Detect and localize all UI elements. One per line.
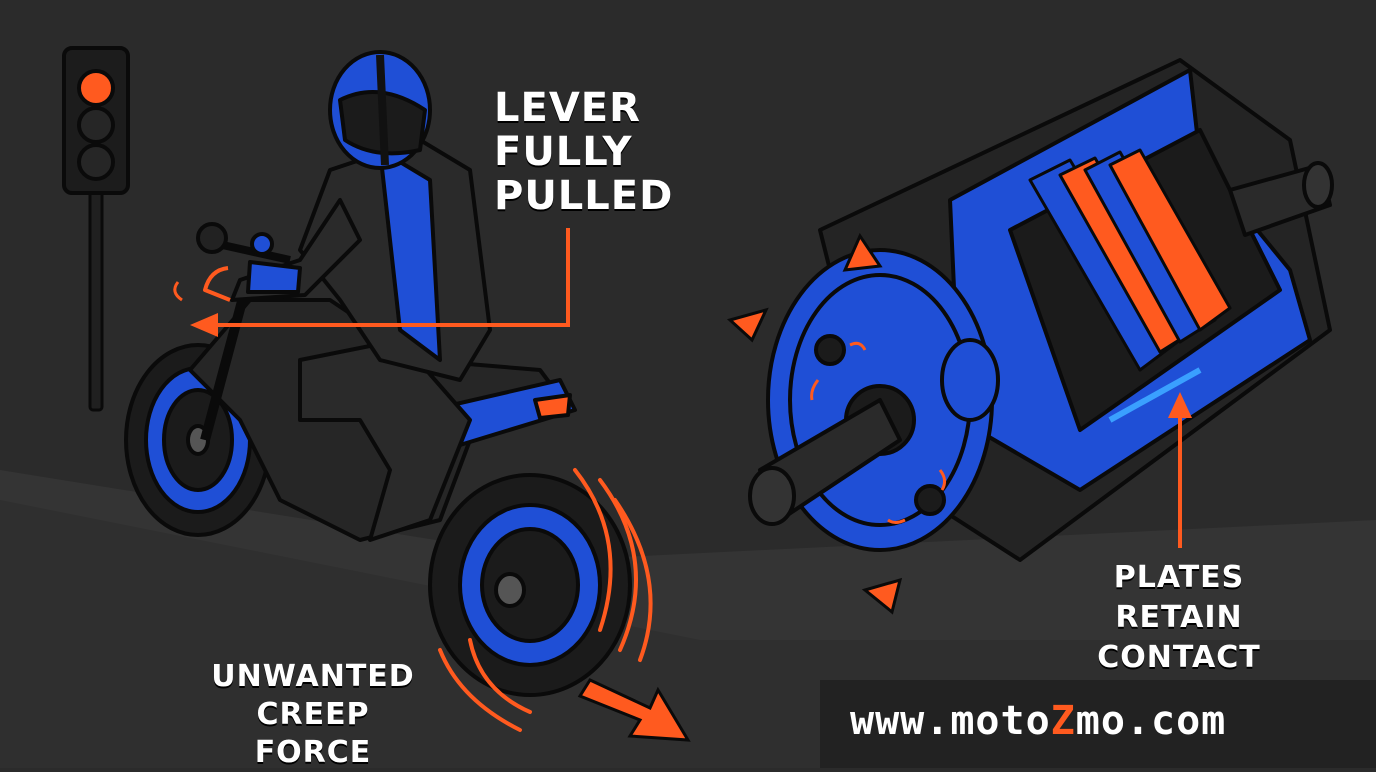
watermark-suffix: mo.com — [1075, 698, 1227, 744]
watermark-highlight: Z — [1050, 698, 1076, 744]
creep-force-arrow — [577, 678, 691, 742]
lever-callout-arrow — [190, 228, 570, 337]
plates-callout-arrow — [1168, 392, 1192, 548]
watermark-prefix: www.moto — [850, 698, 1051, 744]
watermark-band — [820, 680, 1376, 768]
creep-force-motion-lines — [438, 468, 653, 732]
motorcycle-rider-illustration — [124, 50, 632, 697]
plates-retain-contact-label: PLATES RETAIN CONTACT — [1097, 560, 1261, 675]
lever-fully-pulled-label: LEVER FULLY PULLED — [494, 85, 674, 219]
traffic-light-icon — [62, 46, 130, 412]
site-watermark: www.motoZmo.com — [850, 698, 1226, 744]
small-rotation-marks — [810, 341, 947, 524]
unwanted-creep-force-label: UNWANTED CREEP FORCE — [211, 659, 415, 770]
rotation-arrows — [726, 232, 903, 615]
clutch-cutaway-illustration — [748, 58, 1334, 562]
